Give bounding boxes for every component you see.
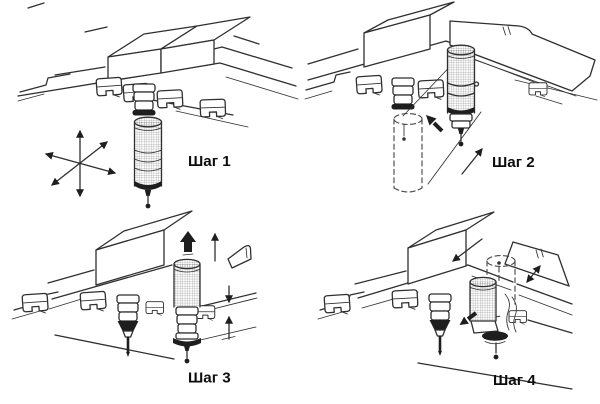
touch-probe-tool	[429, 294, 451, 356]
clamp-brackets	[95, 76, 227, 121]
pallet-block	[107, 16, 251, 82]
probe-assembly	[173, 258, 201, 365]
clamp-brackets	[355, 74, 563, 105]
step-caption: Шаг 3	[188, 370, 231, 387]
step-caption: Шаг 4	[493, 372, 536, 389]
panel-step-1: Шаг 1	[17, 2, 299, 210]
dimension-arrow-icon	[221, 285, 236, 340]
probe-assembly	[132, 83, 163, 210]
clamp-arm	[504, 293, 517, 333]
motion-axes-icon	[44, 129, 117, 198]
direction-arrow-icon	[452, 238, 483, 262]
panel-step-3: Шаг 3	[11, 210, 258, 387]
pallet-block	[407, 211, 495, 285]
corner-plate	[227, 244, 252, 269]
direction-arrow-icon	[461, 148, 483, 175]
insert-arrow-icon	[426, 115, 444, 133]
step-caption: Шаг 2	[492, 154, 535, 171]
probe-assembly	[469, 276, 508, 360]
panel-step-4: Шаг 4	[317, 211, 573, 390]
probe-assembly	[446, 44, 480, 148]
panel-step-2: Шаг 2	[304, 1, 598, 193]
tool-holder-empty	[391, 77, 415, 110]
insert-arrow-icon	[459, 311, 478, 325]
eject-arrow-icon	[180, 231, 196, 256]
ghost-cylinder	[393, 113, 423, 193]
step-caption: Шаг 1	[188, 153, 231, 170]
dimension-arrow-icon	[526, 265, 541, 283]
pallet-block	[363, 1, 455, 68]
pallet-block	[95, 210, 193, 286]
machine-table	[317, 264, 573, 390]
